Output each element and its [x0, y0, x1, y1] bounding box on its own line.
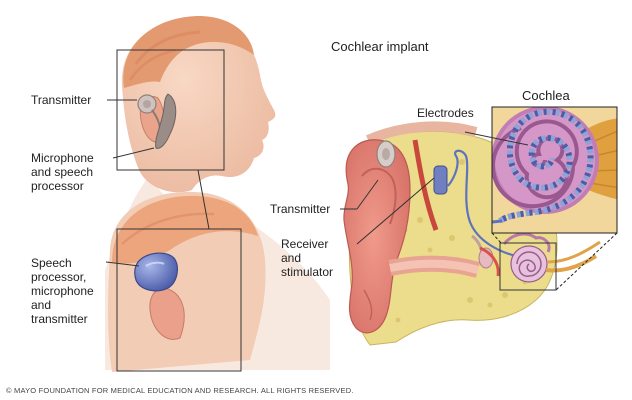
label-microphone-processor-1: Microphone	[31, 151, 94, 165]
small-cochlea	[502, 232, 601, 283]
hair-back	[112, 195, 258, 264]
label-microphone-processor-2: and speech	[31, 165, 94, 179]
label-receiver-1: Receiver	[281, 237, 329, 251]
box-processor-closeup	[116, 228, 242, 372]
box-cochlea-detail	[499, 242, 557, 291]
label-processor-mic-transmitter-1: Speech	[31, 256, 72, 270]
speech-processor-device-icon	[134, 252, 178, 292]
label-electrodes: Electrodes	[417, 106, 474, 120]
leader-lines-left	[105, 99, 155, 267]
label-transmitter-ear: Transmitter	[270, 202, 331, 216]
label-processor-mic-transmitter-5: transmitter	[31, 312, 88, 326]
copyright-notice: © MAYO FOUNDATION FOR MEDICAL EDUCATION …	[6, 386, 354, 395]
leader-lines-right	[340, 131, 529, 245]
label-receiver-2: and	[281, 251, 302, 265]
hair	[123, 15, 255, 88]
ear-cross-section	[343, 121, 601, 346]
diagram-title: Cochlear implant	[331, 39, 429, 54]
cochlea-inset	[491, 106, 618, 234]
cochlea-inset-title: Cochlea	[522, 88, 570, 103]
box-transmitter-closeup	[116, 49, 225, 171]
label-microphone-processor-3: processor	[31, 179, 84, 193]
receiver-stimulator-icon	[433, 165, 448, 195]
electrode-lead	[447, 149, 517, 258]
label-processor-mic-transmitter-3: microphone	[31, 284, 94, 298]
label-receiver-3: stimulator	[281, 265, 334, 279]
head-back-view	[108, 191, 266, 372]
box-cochlea-inset	[491, 106, 618, 234]
label-processor-mic-transmitter-4: and	[31, 298, 52, 312]
label-processor-mic-transmitter-2: processor,	[31, 270, 87, 284]
head-processor-icon	[155, 93, 177, 149]
label-transmitter-head: Transmitter	[31, 93, 92, 107]
